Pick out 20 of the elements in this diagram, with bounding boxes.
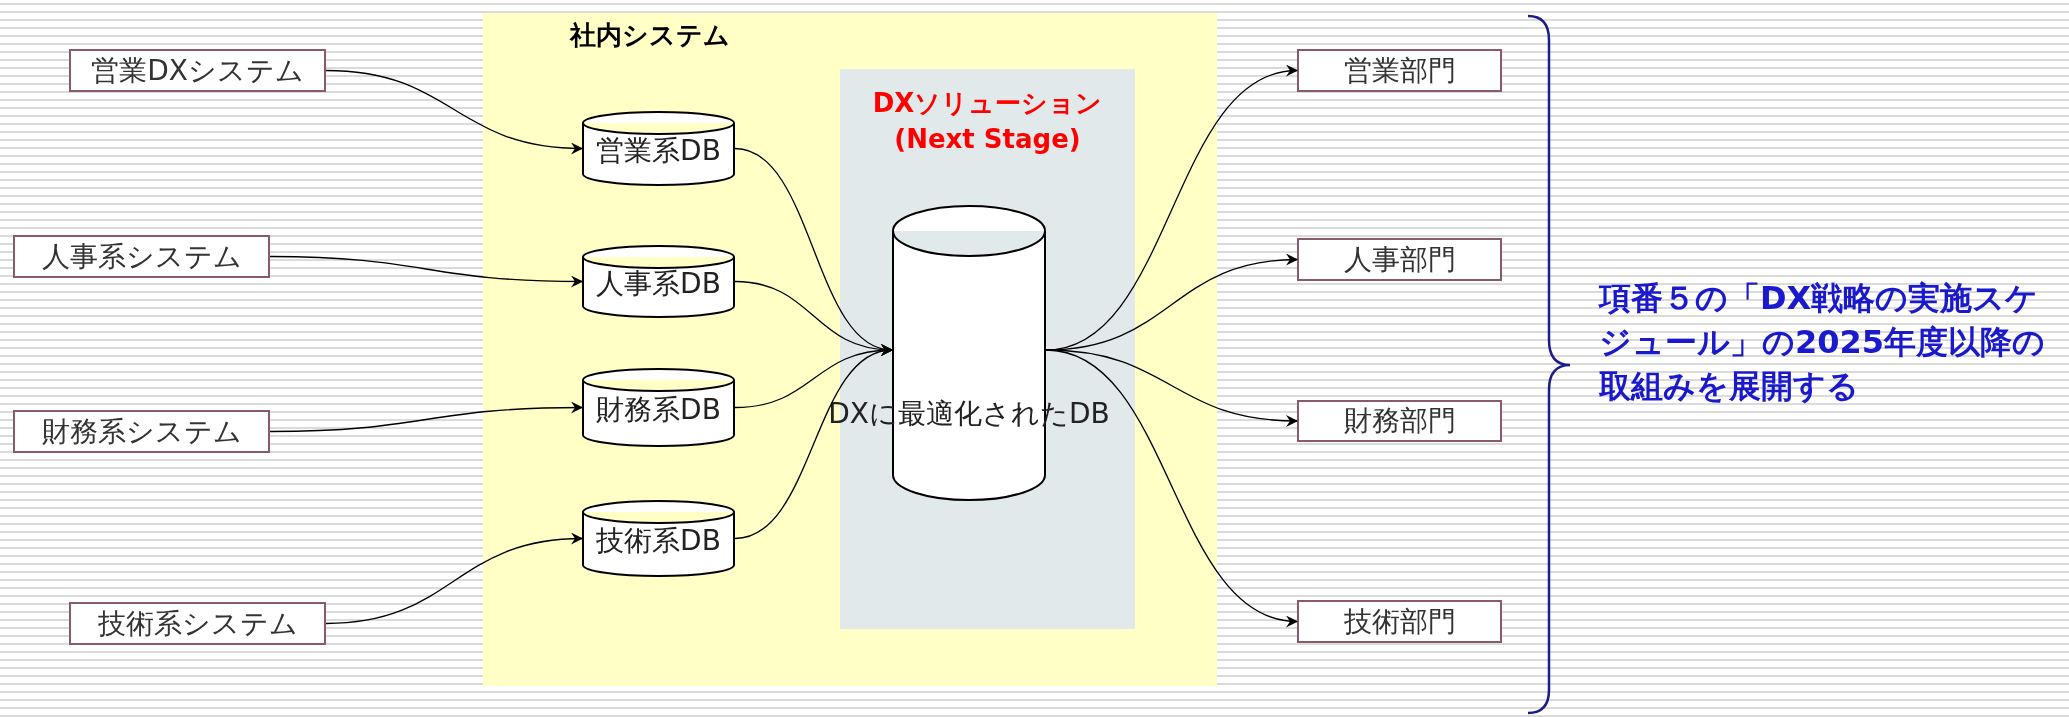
process-box: 財務系システム	[13, 410, 270, 453]
node-label: 営業系DB	[596, 132, 721, 169]
arrow	[269, 401, 583, 433]
node-label: 技術系DB	[596, 522, 721, 559]
process-box: 財務部門	[1297, 400, 1502, 442]
arrow	[325, 69, 583, 154]
process-box: 営業DXシステム	[69, 49, 326, 92]
process-box: 人事系システム	[13, 235, 270, 278]
process-box: 営業部門	[1297, 49, 1502, 92]
arrow	[325, 533, 583, 625]
panel-title: DXソリューション (Next Stage)	[871, 87, 1104, 156]
node-label: 財務系DB	[596, 391, 721, 428]
arrow	[734, 346, 893, 540]
group-title: 社内システム	[570, 19, 730, 52]
node-label: 人事系DB	[596, 265, 721, 302]
note-text: 項番５の「DX戦略の実施スケジュール」の2025年度以降の取組みを展開する	[1599, 278, 2047, 407]
process-box: 人事部門	[1297, 238, 1502, 281]
process-box: 技術部門	[1297, 600, 1502, 643]
arrow	[269, 255, 583, 288]
process-box: 技術系システム	[69, 602, 326, 645]
